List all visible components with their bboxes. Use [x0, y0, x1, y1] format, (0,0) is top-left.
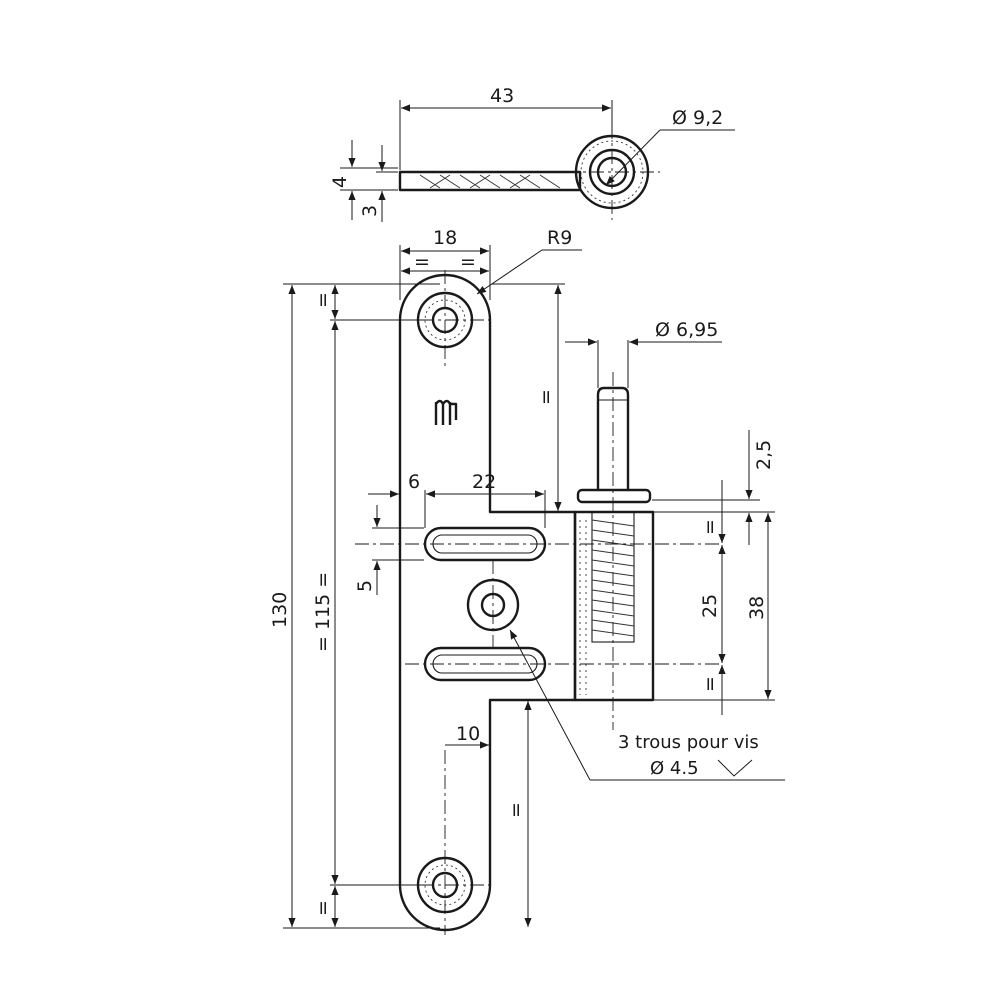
top-view-knurl: [419, 174, 561, 189]
dim-text-top-length: 43: [490, 85, 514, 107]
dim-text-slot-width: 5: [354, 580, 376, 592]
dim-text-equal-upper-25: =: [699, 519, 721, 535]
dim-text-hole-spacing: 25: [699, 594, 721, 618]
note-screw-holes: 3 trous pour vis: [618, 732, 759, 753]
dim-text-slot-offset: 6: [408, 471, 420, 493]
top-view-plate: [398, 170, 582, 192]
leader-screw-holes: [509, 629, 591, 781]
dim-text-lower-step: 10: [456, 723, 480, 745]
hinge-plate: [398, 273, 577, 932]
logo-mark: [434, 399, 458, 425]
front-dimensions: 18 = = R9 Ø 6,95 = 2,5 25 = = 38: [269, 227, 785, 929]
knuckle-texture: [579, 520, 587, 695]
dim-text-pin-dia: Ø 6,95: [655, 319, 718, 341]
dim-text-equal-lower-25: =: [699, 676, 721, 692]
dim-text-top-thickness-b: 3: [359, 205, 381, 217]
leader-hole-dia: [605, 129, 661, 186]
top-view: 43 Ø 9,2 4 3: [329, 85, 735, 222]
dim-text-lower-equal: =: [505, 802, 527, 818]
countersink-symbol: [717, 759, 753, 777]
dim-text-radius: R9: [547, 227, 572, 249]
dim-text-hole-pitch: = 115 =: [312, 572, 334, 652]
hinge-pin: [596, 386, 630, 490]
dim-text-gap: 2,5: [753, 440, 775, 470]
front-view: [355, 270, 720, 935]
dim-text-equal-right: =: [460, 251, 476, 273]
hinge-knuckle: [573, 510, 655, 702]
dim-text-bottom-equal: =: [312, 900, 334, 916]
dim-text-upper-equal: =: [535, 389, 557, 405]
dim-text-equal-left: =: [414, 251, 430, 273]
top-view-knuckle-outer: [574, 134, 650, 210]
dim-text-total-height: 130: [269, 592, 291, 628]
dim-text-slot-length: 22: [472, 471, 496, 493]
note-screw-dia: Ø 4.5: [650, 758, 699, 779]
dim-text-knuckle-height: 38: [746, 596, 768, 620]
dim-text-plate-width: 18: [433, 227, 457, 249]
dim-text-top-equal: =: [312, 292, 334, 308]
pin-collar: [576, 488, 652, 504]
dim-text-top-thickness-a: 4: [329, 176, 351, 188]
dim-text-top-hole-dia: Ø 9,2: [672, 107, 723, 129]
leader-radius: [476, 249, 543, 295]
